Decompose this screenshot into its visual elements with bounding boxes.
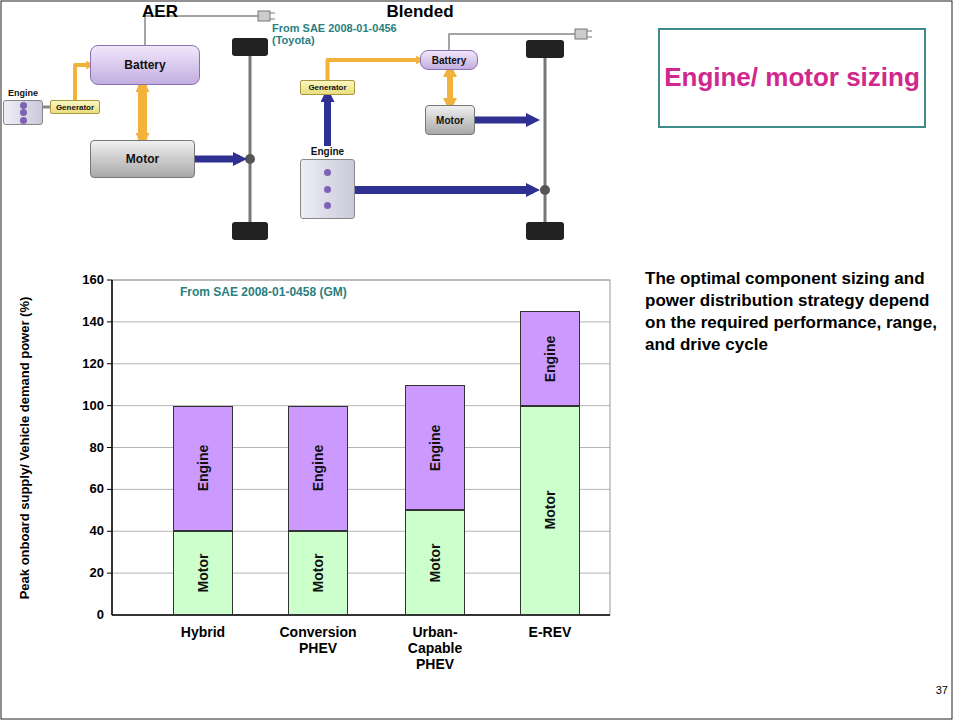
cylinder-dot (20, 102, 27, 109)
segment-label: Engine (310, 445, 326, 492)
source-note: From SAE 2008-01-0458 (GM) (180, 285, 440, 299)
drive-arrow (475, 117, 533, 124)
cylinder-dot (324, 186, 331, 193)
charge-plug (449, 29, 592, 50)
battery-block: Battery (420, 50, 478, 70)
source-note: From SAE 2008-01-0456 (Toyota) (272, 22, 417, 46)
segment-label: Motor (310, 554, 326, 593)
power-flow-arrow (75, 65, 90, 100)
component-label: Battery (124, 58, 165, 72)
category-label: Hybrid (153, 624, 253, 640)
motor-block: Motor (90, 140, 195, 178)
blended-wheels (526, 40, 564, 240)
engine-bar-segment: Engine (288, 406, 348, 532)
diagram-heading: Blended (370, 2, 470, 22)
engine-block: Engine (300, 146, 355, 219)
cylinder-dot (324, 169, 331, 176)
engine-block: Engine (3, 88, 43, 125)
tick-label: 140 (60, 314, 104, 329)
motor-bar-segment: Motor (405, 510, 465, 615)
power-flow-arrow (447, 70, 453, 105)
tick-label: 20 (60, 565, 104, 580)
component-label: Generator (308, 83, 346, 92)
drive-arrow (195, 156, 240, 163)
category-label: Conversion PHEV (268, 624, 368, 656)
segment-label: Engine (542, 335, 558, 382)
engine-bar-segment: Engine (173, 406, 233, 532)
component-label: Motor (126, 152, 159, 166)
segment-label: Engine (195, 445, 211, 492)
tick-label: 60 (60, 481, 104, 496)
segment-label: Motor (195, 554, 211, 593)
title-box: Engine/ motor sizing (658, 28, 926, 128)
cylinder-dot (324, 202, 331, 209)
cylinder-dot (20, 117, 27, 124)
tick-label: 100 (60, 398, 104, 413)
tick-label: 160 (60, 272, 104, 287)
motor-bar-segment: Motor (520, 406, 580, 615)
motor-bar-segment: Motor (173, 531, 233, 615)
component-label: Motor (436, 115, 464, 126)
generator-block: Generator (300, 80, 355, 95)
component-label: Battery (432, 55, 466, 66)
power-flow-arrow (324, 95, 331, 146)
diagram-heading: AER (120, 2, 200, 22)
tick-label: 40 (60, 523, 104, 538)
generator-block: Generator (50, 100, 100, 114)
battery-block: Battery (90, 45, 200, 85)
motor-block: Motor (425, 105, 475, 135)
engine-bar-segment: Engine (405, 385, 465, 511)
motor-bar-segment: Motor (288, 531, 348, 615)
power-flow-arrow (43, 106, 50, 109)
body-text: The optimal component sizing and power d… (645, 268, 945, 356)
component-label: Engine (8, 88, 38, 98)
segment-label: Engine (427, 424, 443, 471)
category-label: Urban-Capable PHEV (392, 624, 478, 672)
power-flow-arrow (328, 60, 421, 80)
segment-label: Motor (427, 543, 443, 582)
component-label: Engine (311, 146, 344, 157)
aer-wheels (232, 38, 268, 240)
drive-arrow (355, 186, 533, 194)
segment-label: Motor (542, 491, 558, 530)
category-label: E-REV (500, 624, 600, 640)
tick-label: 120 (60, 356, 104, 371)
engine-icon (300, 159, 355, 219)
cylinder-dot (20, 109, 27, 116)
tick-label: 0 (60, 607, 104, 622)
power-flow-arrow (138, 85, 147, 140)
engine-bar-segment: Engine (520, 311, 580, 405)
axis-title: Peak onboard supply/ Vehicle demand powe… (17, 297, 32, 600)
slide-title: Engine/ motor sizing (664, 62, 920, 93)
engine-icon (3, 100, 43, 125)
component-label: Generator (56, 103, 94, 112)
page-number: 37 (922, 684, 948, 696)
tick-label: 80 (60, 440, 104, 455)
plot-frame (112, 280, 610, 615)
y-axis (111, 280, 113, 615)
